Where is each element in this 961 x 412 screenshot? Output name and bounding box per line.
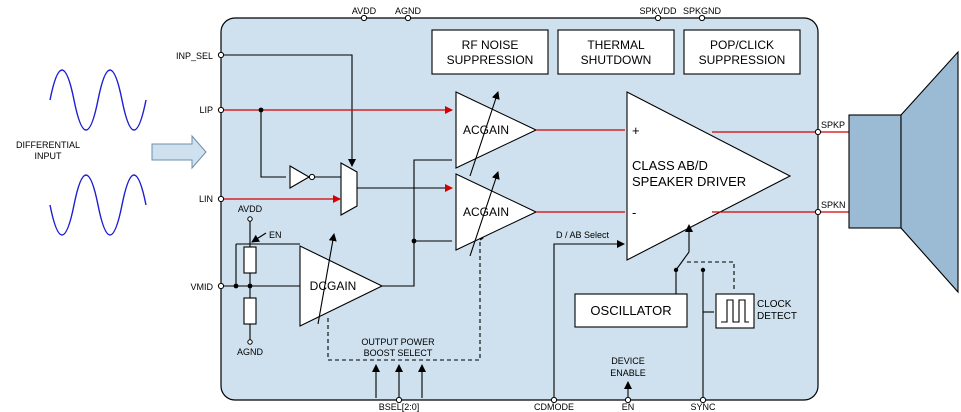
pop-click-label-line2: SUPPRESSION xyxy=(699,53,786,67)
pin-cdmode-terminal xyxy=(550,396,558,404)
speaker-driver-block: + - CLASS AB/D SPEAKER DRIVER xyxy=(626,91,792,261)
resistor-bottom xyxy=(243,297,257,325)
speaker-icon xyxy=(848,50,959,294)
output-power-label-line2: BOOST SELECT xyxy=(364,348,433,358)
amp-label-line1: CLASS AB/D xyxy=(632,158,708,173)
rf-noise-label-line1: RF NOISE xyxy=(462,38,519,52)
pin-spkgnd-terminal xyxy=(698,14,706,22)
thermal-label-line1: THERMAL xyxy=(587,38,645,52)
clock-switch xyxy=(675,251,690,271)
pin-inp-sel-label: INP_SEL xyxy=(176,51,213,61)
oscillator-label: OSCILLATOR xyxy=(590,303,671,318)
dcgain-block: DCGAIN xyxy=(299,233,384,327)
pin-lin-terminal xyxy=(217,195,225,203)
acgain-top-label: ACGAIN xyxy=(463,123,509,137)
pin-lip-terminal xyxy=(217,106,225,114)
pin-agnd-terminal xyxy=(404,14,412,22)
wire-inp-sel xyxy=(222,54,356,167)
divider-avdd-label: AVDD xyxy=(238,204,263,214)
left-pins: INP_SEL LIP LIN VMID xyxy=(176,51,214,292)
feature-rf-noise: RF NOISE SUPPRESSION xyxy=(431,29,549,75)
resistor-top xyxy=(243,246,257,274)
pin-lin-label: LIN xyxy=(199,194,213,204)
pin-vmid-label: VMID xyxy=(191,282,214,292)
differential-input-label-line2: INPUT xyxy=(35,151,63,161)
square-wave-icon xyxy=(721,299,749,323)
top-pins: AVDD AGND SPKVDD SPKGND xyxy=(352,6,722,22)
acgain-bottom-label: ACGAIN xyxy=(463,205,509,219)
device-enable-label-line2: ENABLE xyxy=(610,368,646,378)
thermal-label-line2: SHUTDOWN xyxy=(581,53,652,67)
pin-sync-label: SYNC xyxy=(690,402,716,412)
wire-lip-to-inverter xyxy=(260,110,286,178)
rf-noise-label-line2: SUPPRESSION xyxy=(447,53,534,67)
differential-input-label-line1: DIFFERENTIAL xyxy=(16,140,80,150)
pin-sync-terminal xyxy=(699,396,707,404)
pop-click-label-line1: POP/CLICK xyxy=(710,38,774,52)
feature-pop-click: POP/CLICK SUPPRESSION xyxy=(683,29,801,75)
pin-en-terminal xyxy=(624,396,632,404)
pin-spkp-label: SPKP xyxy=(821,120,845,130)
pin-inp-sel-terminal xyxy=(217,51,225,59)
clock-detect-block: CLOCK DETECT xyxy=(715,293,797,329)
sine-wave-top-icon xyxy=(49,69,147,131)
boost-select-path xyxy=(327,240,481,361)
voltage-divider: AVDD EN AGND xyxy=(237,204,282,357)
differential-input: DIFFERENTIAL INPUT xyxy=(16,69,207,236)
pin-spkvdd-terminal xyxy=(654,14,662,22)
output-power-label-line1: OUTPUT POWER xyxy=(361,337,435,347)
device-enable-label-line1: DEVICE xyxy=(611,356,645,366)
clock-detect-label-line1: CLOCK xyxy=(757,299,792,310)
pin-spkp-terminal xyxy=(814,128,822,136)
acgain-top-block: ACGAIN xyxy=(455,91,538,177)
sine-wave-bottom-icon xyxy=(49,174,147,236)
pin-cdmode-label: CDMODE xyxy=(534,402,574,412)
amp-plus-label: + xyxy=(632,123,640,138)
divider-en-label: EN xyxy=(269,230,282,240)
amp-label-line2: SPEAKER DRIVER xyxy=(632,174,746,189)
pin-avdd-label: AVDD xyxy=(352,6,377,16)
pin-spkgnd-label: SPKGND xyxy=(683,6,722,16)
pin-lip-label: LIP xyxy=(199,105,213,115)
input-mux xyxy=(340,162,358,216)
pin-spkn-terminal xyxy=(814,208,822,216)
pin-avdd-terminal xyxy=(360,14,368,22)
acgain-bottom-block: ACGAIN xyxy=(455,171,538,257)
pin-bsel-terminal xyxy=(395,396,403,404)
wire-dab-select xyxy=(553,240,625,398)
wire-acgain-reference xyxy=(380,159,452,287)
dcgain-label: DCGAIN xyxy=(310,279,357,293)
pin-agnd-label: AGND xyxy=(395,6,422,16)
oscillator-block: OSCILLATOR xyxy=(574,293,688,328)
amp-minus-label: - xyxy=(632,205,636,220)
clock-detect-label-line2: DETECT xyxy=(757,311,797,322)
inverter-symbol xyxy=(289,165,311,189)
pin-vmid-terminal xyxy=(217,282,225,290)
dab-select-label: D / AB Select xyxy=(556,230,610,240)
feature-thermal-shutdown: THERMAL SHUTDOWN xyxy=(557,29,675,75)
bottom-pins: BSEL[2:0] CDMODE EN SYNC xyxy=(379,396,716,412)
pin-en-label: EN xyxy=(622,402,635,412)
pin-spkn-label: SPKN xyxy=(821,200,846,210)
divider-agnd-label: AGND xyxy=(237,347,264,357)
pin-spkvdd-label: SPKVDD xyxy=(639,6,677,16)
input-arrow-icon xyxy=(151,134,207,170)
pin-bsel-label: BSEL[2:0] xyxy=(379,402,420,412)
